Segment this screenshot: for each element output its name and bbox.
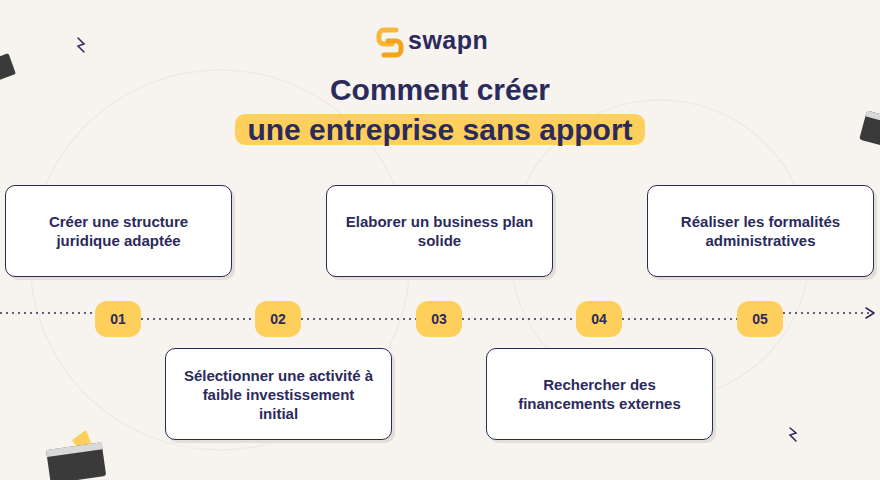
spacer [210, 70, 310, 110]
title-block: Comment créer une entreprise sans apport [210, 70, 670, 150]
step-number: 05 [752, 311, 768, 327]
step-box: Rechercher des financements externes [486, 348, 713, 440]
clapper-icon [0, 53, 16, 82]
timeline-connector [622, 319, 737, 320]
step-label: Créer une structure juridique adaptée [22, 212, 215, 250]
spacer [570, 70, 670, 110]
step-box: Elaborer un business plan solide [326, 185, 553, 277]
step-number-badge: 01 [95, 301, 141, 337]
step-number-badge: 02 [255, 301, 301, 337]
timeline-segment [783, 312, 872, 314]
spark-symbol [790, 428, 796, 441]
timeline-arrowhead [866, 308, 874, 318]
timeline-connector [301, 319, 416, 320]
step-number: 01 [110, 311, 126, 327]
step-number: 02 [270, 311, 286, 327]
spark-symbol [78, 38, 84, 52]
timeline-connector [462, 319, 576, 320]
step-number-badge: 03 [416, 301, 462, 337]
step-label: Sélectionner une activité à faible inves… [182, 366, 375, 423]
timeline-segment [0, 312, 95, 314]
clapper-icon [46, 430, 106, 480]
step-number-badge: 05 [737, 301, 783, 337]
step-number-badge: 04 [576, 301, 622, 337]
step-box: Sélectionner une activité à faible inves… [165, 348, 392, 440]
clapper-icon [859, 111, 880, 147]
step-number: 04 [591, 311, 607, 327]
step-number: 03 [431, 311, 447, 327]
step-box: Créer une structure juridique adaptée [5, 185, 232, 277]
logo-text: swapn [408, 26, 488, 55]
logo-icon [379, 30, 401, 55]
step-label: Rechercher des financements externes [503, 375, 696, 413]
step-box: Réaliser les formalités administratives [647, 185, 874, 277]
step-label: Réaliser les formalités administratives [664, 212, 857, 250]
step-label: Elaborer un business plan solide [343, 212, 536, 250]
timeline-connector [141, 319, 255, 320]
title: Comment créer une entreprise sans apport [247, 73, 632, 146]
